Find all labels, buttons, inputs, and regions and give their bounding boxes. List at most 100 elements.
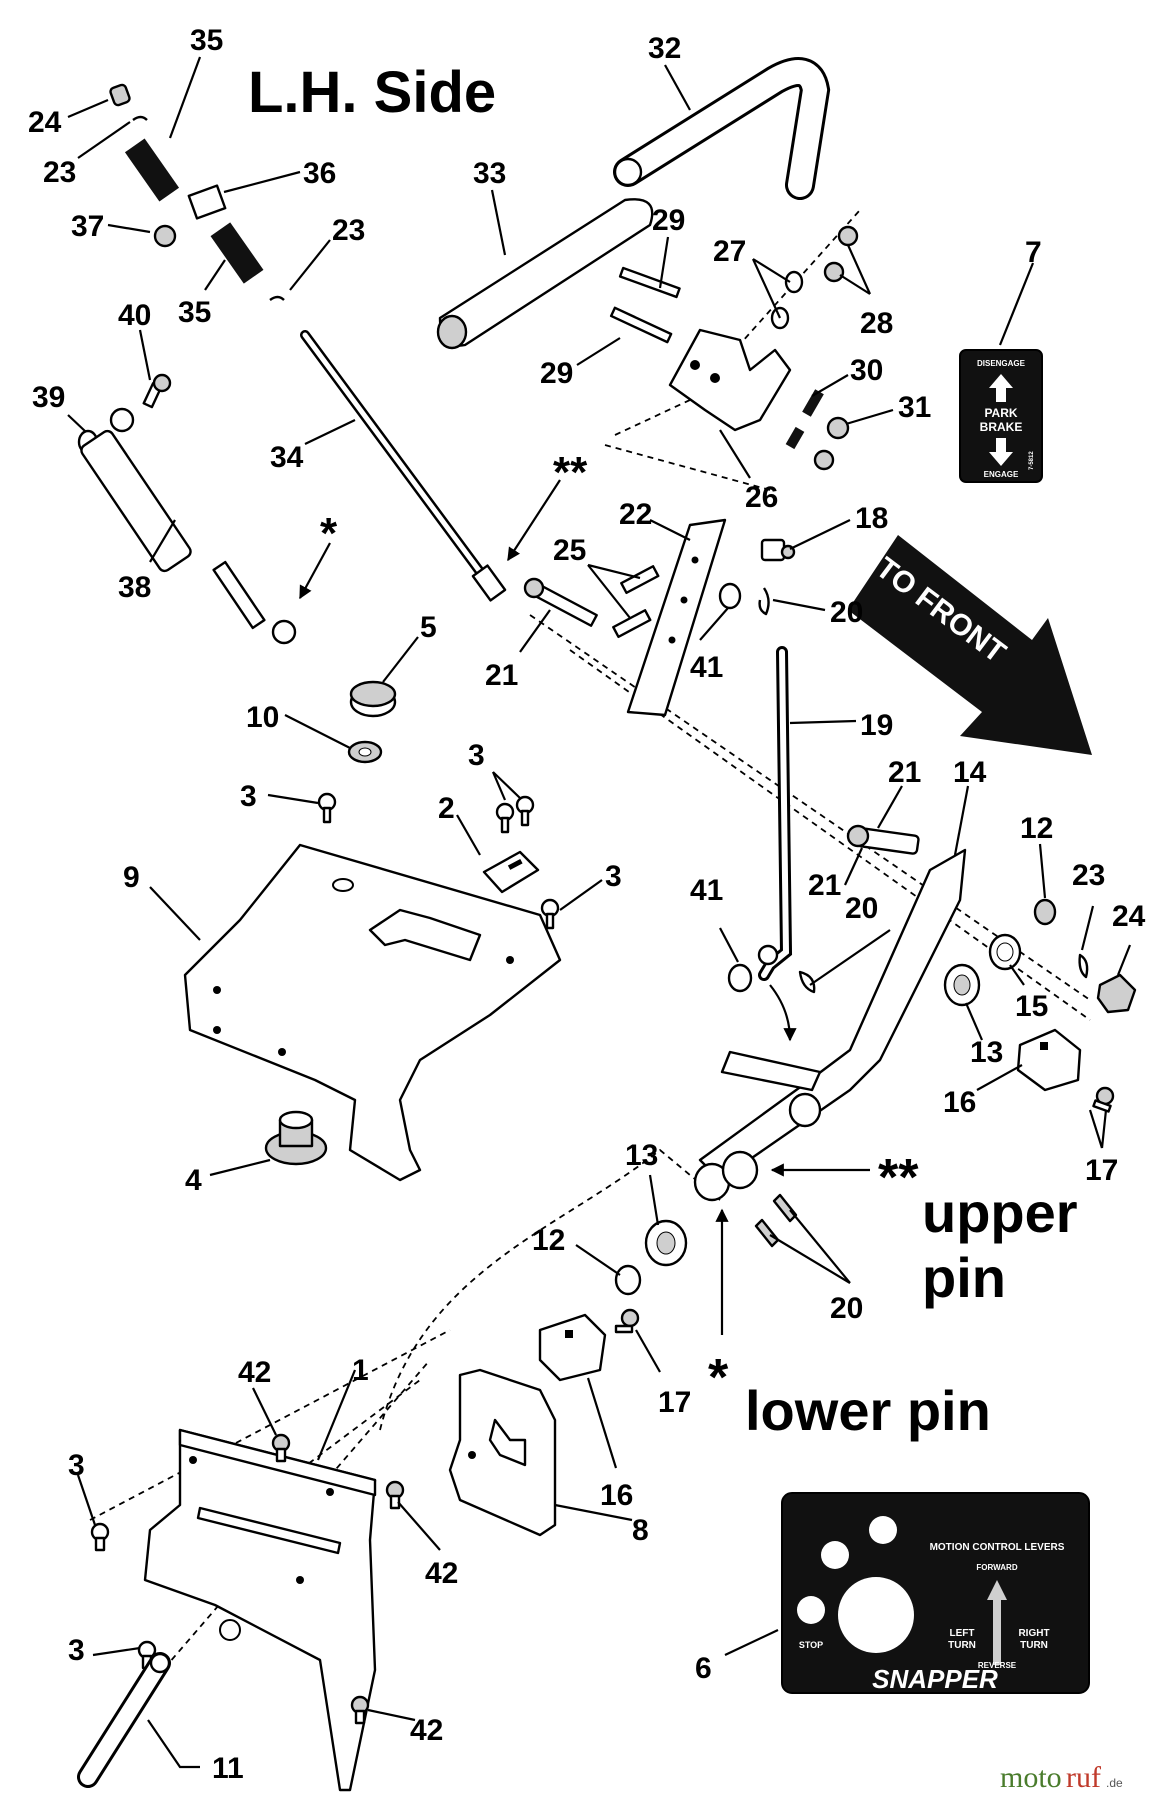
- callout-34: 34: [270, 441, 304, 474]
- callout-16: 16: [943, 1086, 976, 1119]
- bolt-part-21-lower: [846, 824, 920, 855]
- bolt-part-25: [612, 565, 660, 639]
- spring-part-35-lower: [210, 222, 264, 284]
- clip-part-18: [760, 538, 796, 562]
- park-brake-decal-line1: PARK: [984, 406, 1017, 420]
- rod-part-34: [300, 330, 507, 602]
- bushing-part-13-lower: [644, 1219, 688, 1267]
- callout-5: 5: [420, 611, 437, 644]
- callout-3: 3: [68, 1634, 85, 1667]
- lower-pin-marker: *: [708, 1349, 729, 1407]
- bracket-part-16-upper: [1016, 1028, 1082, 1092]
- star-marker-single: *: [320, 509, 338, 558]
- clip-part-23: [132, 115, 148, 121]
- callout-21: 21: [888, 756, 921, 789]
- plate-part-8: [448, 1368, 557, 1537]
- park-brake-decal-line2: BRAKE: [980, 420, 1023, 434]
- callout-39: 39: [32, 381, 65, 414]
- callout-4: 4: [185, 1164, 202, 1197]
- callout-38: 38: [118, 571, 151, 604]
- callout-8: 8: [632, 1514, 649, 1547]
- motion-decal-brand: SNAPPER: [872, 1664, 998, 1694]
- callout-6: 6: [695, 1652, 712, 1685]
- callout-21: 21: [485, 659, 518, 692]
- plate-part-2: [482, 850, 540, 894]
- lower-pin-label: lower pin: [745, 1379, 991, 1442]
- bolt-part-29-lower: [609, 306, 673, 344]
- grip-part-33: [436, 198, 654, 350]
- callout-12: 12: [532, 1224, 565, 1257]
- connector-arrow: [769, 984, 797, 1042]
- callout-24: 24: [28, 106, 62, 139]
- motion-decal-right: RIGHT: [1018, 1628, 1049, 1639]
- screw-part-17-upper: [1092, 1086, 1115, 1113]
- callout-2: 2: [438, 792, 455, 825]
- callout-41: 41: [690, 651, 723, 684]
- watermark-part1: moto: [1000, 1761, 1062, 1794]
- bracket-part-16-lower: [538, 1313, 607, 1382]
- callout-29: 29: [652, 204, 685, 237]
- callout-31: 31: [898, 391, 931, 424]
- washer-part-15: [988, 933, 1022, 971]
- spring-part-30: [785, 389, 824, 450]
- nut-part-24b: [1096, 973, 1137, 1014]
- watermark-part2: ruf: [1066, 1761, 1101, 1794]
- pin-arrows: [299, 479, 870, 1335]
- callout-14: 14: [953, 756, 987, 789]
- nut-part-37: [153, 224, 177, 248]
- callout-33: 33: [473, 157, 506, 190]
- grommet-part-5: [349, 680, 397, 718]
- washer-part-12-upper: [1033, 898, 1057, 926]
- star-marker-double: **: [553, 448, 588, 497]
- callout-1: 1: [352, 1354, 369, 1387]
- callout-11: 11: [212, 1752, 244, 1785]
- callout-27: 27: [713, 235, 746, 268]
- callout-3: 3: [240, 780, 257, 813]
- screw-part-42-c: [350, 1695, 370, 1725]
- callout-20: 20: [830, 1292, 863, 1325]
- callout-23: 23: [332, 214, 365, 247]
- motion-decal-title: MOTION CONTROL LEVERS: [930, 1542, 1065, 1553]
- clip-part-20-middle: [798, 970, 816, 994]
- callout-9: 9: [123, 861, 140, 894]
- leader-lines: [67, 56, 1132, 1769]
- washer-part-41-upper: [718, 582, 742, 610]
- screw-part-3-a: [317, 792, 337, 824]
- callout-20: 20: [845, 892, 878, 925]
- callout-29: 29: [540, 357, 573, 390]
- callout-42: 42: [238, 1356, 271, 1389]
- motion-control-decal: MOTION CONTROL LEVERS FORWARD LEFT TURN …: [781, 1492, 1090, 1694]
- motion-decal-stop: STOP: [799, 1640, 823, 1650]
- callout-7: 7: [1025, 236, 1042, 269]
- arm-part-22: [626, 518, 727, 717]
- screw-part-3-d: [90, 1522, 110, 1552]
- callout-19: 19: [860, 709, 893, 742]
- screw-part-17-lower: [614, 1308, 640, 1334]
- watermark: moto ruf .de: [1000, 1761, 1123, 1794]
- handle-part-32: [613, 57, 831, 200]
- side-title: L.H. Side: [248, 60, 496, 125]
- callout-22: 22: [619, 498, 652, 531]
- callout-3: 3: [605, 860, 622, 893]
- screw-part-42-a: [271, 1433, 291, 1463]
- upper-pin-marker: **: [878, 1149, 919, 1207]
- washer-part-10: [347, 740, 383, 764]
- park-brake-decal: DISENGAGE PARK BRAKE ENGAGE 7-5812: [959, 349, 1043, 483]
- callout-24: 24: [1112, 900, 1146, 933]
- callout-12: 12: [1020, 812, 1053, 845]
- knob-part-4: [264, 1110, 328, 1166]
- callout-15: 15: [1015, 990, 1048, 1023]
- callout-40: 40: [118, 299, 151, 332]
- bolt-part-40: [142, 373, 172, 409]
- spring-part-35-upper: [124, 138, 180, 202]
- watermark-suffix: .de: [1106, 1776, 1123, 1790]
- callout-36: 36: [303, 157, 336, 190]
- park-brake-decal-code: 7-5812: [1029, 451, 1035, 470]
- clip-part-23b: [269, 295, 285, 301]
- motion-decal-forward: FORWARD: [976, 1563, 1017, 1572]
- callout-13: 13: [625, 1139, 658, 1172]
- block-part-36: [187, 184, 227, 220]
- callout-18: 18: [855, 502, 888, 535]
- callout-17: 17: [1085, 1154, 1118, 1187]
